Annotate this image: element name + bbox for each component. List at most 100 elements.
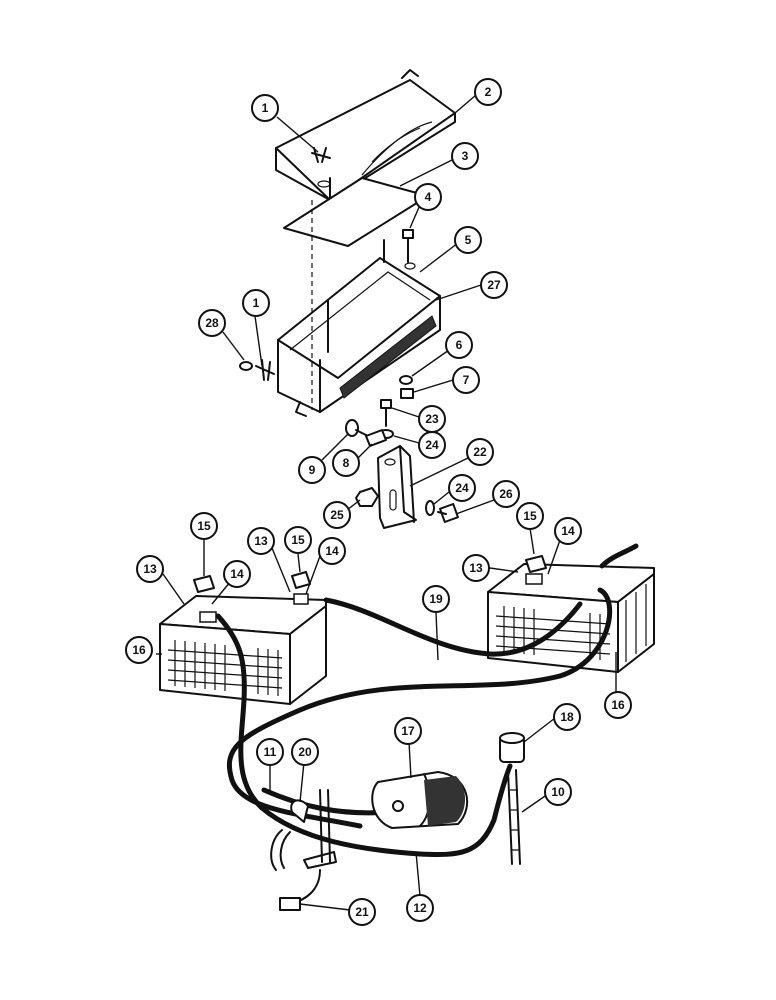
washer [239, 361, 253, 371]
callout: 25 [323, 501, 351, 529]
callout: 13 [247, 527, 275, 555]
callout-label: 23 [425, 412, 439, 426]
callout-label: 21 [355, 905, 369, 919]
callout-label: 2 [485, 85, 492, 99]
callout: 14 [554, 517, 582, 545]
terminal-cover [193, 575, 215, 593]
callout: 9 [298, 456, 326, 484]
callout-label: 22 [473, 445, 487, 459]
callout: 8 [332, 449, 360, 477]
callout-label: 11 [264, 745, 277, 759]
callout: 17 [394, 717, 422, 745]
loose-strap [270, 829, 291, 871]
washer-6 [399, 375, 413, 385]
callout-label: 26 [499, 487, 513, 501]
cable-long-loop [226, 587, 613, 829]
callout-label: 7 [463, 373, 470, 387]
callout-label: 3 [462, 149, 469, 163]
cable-right-small [599, 543, 639, 569]
callout: 14 [223, 560, 251, 588]
ground-strap [507, 769, 521, 865]
callout-label: 16 [132, 643, 146, 657]
wing-nut-lower [255, 359, 275, 381]
callout: 1 [251, 94, 279, 122]
callout: 22 [466, 438, 494, 466]
callout: 13 [136, 555, 164, 583]
battery-switch [499, 732, 525, 763]
callout-label: 6 [456, 338, 463, 352]
nut-25 [355, 487, 379, 507]
callout: 23 [418, 405, 446, 433]
callout: 7 [452, 366, 480, 394]
callout: 14 [318, 537, 346, 565]
callout: 20 [291, 738, 319, 766]
callout: 4 [414, 183, 442, 211]
cable-left-down [215, 613, 265, 811]
callout: 11 [256, 738, 284, 766]
callout: 24 [418, 431, 446, 459]
callout-label: 17 [401, 724, 415, 738]
callout: 3 [451, 142, 479, 170]
callout-label: 14 [230, 567, 244, 581]
callout: 18 [553, 703, 581, 731]
mounting-bracket [377, 445, 417, 529]
callout: 15 [284, 526, 312, 554]
bolt-26 [437, 503, 459, 523]
callout: 15 [190, 512, 218, 540]
battery-box [277, 239, 441, 417]
callout-label: 15 [523, 509, 537, 523]
callout: 21 [348, 898, 376, 926]
terminal-cover-b [291, 571, 311, 589]
battery-box-cover [275, 69, 456, 201]
callout-label: 18 [560, 710, 574, 724]
cable-21 [279, 789, 337, 911]
callout-label: 13 [254, 534, 268, 548]
callout: 27 [480, 271, 508, 299]
callout-label: 14 [325, 544, 339, 558]
spacer [365, 429, 387, 447]
bolt [402, 229, 416, 270]
callout: 28 [198, 309, 226, 337]
callout: 16 [604, 691, 632, 719]
starter-solenoid [371, 771, 469, 829]
callout-label: 27 [487, 278, 501, 292]
callout-label: 16 [611, 698, 625, 712]
callout: 5 [454, 226, 482, 254]
nut-7 [400, 388, 414, 399]
callout-label: 8 [343, 456, 350, 470]
callout-label: 9 [309, 463, 316, 477]
callout-label: 4 [425, 190, 432, 204]
callout-label: 19 [429, 592, 443, 606]
callout: 6 [445, 331, 473, 359]
cable-clip [290, 799, 309, 823]
callout-label: 13 [469, 561, 483, 575]
cable-19 [323, 597, 583, 657]
callout-label: 13 [143, 562, 157, 576]
callout: 12 [406, 894, 434, 922]
callout: 26 [492, 480, 520, 508]
terminal-cover-c [525, 555, 547, 573]
callout: 10 [544, 778, 572, 806]
callout-label: 12 [413, 901, 427, 915]
wing-nut [311, 147, 331, 163]
callout-label: 14 [561, 524, 575, 538]
callout-label: 15 [291, 533, 305, 547]
callout: 13 [462, 554, 490, 582]
callout-label: 24 [455, 481, 469, 495]
callout-label: 15 [197, 519, 211, 533]
callout-label: 24 [425, 438, 439, 452]
bolt-23 [380, 399, 392, 427]
cable-11 [261, 787, 393, 816]
callout: 16 [125, 636, 153, 664]
cable-12 [259, 763, 513, 857]
callout-label: 10 [551, 785, 565, 799]
washer-24b [425, 500, 435, 516]
callout: 2 [474, 78, 502, 106]
callout: 15 [516, 502, 544, 530]
callout-label: 5 [465, 233, 472, 247]
callout: 19 [422, 585, 450, 613]
callout-label: 28 [205, 316, 219, 330]
callout-label: 1 [262, 101, 269, 115]
callout-label: 1 [253, 296, 260, 310]
